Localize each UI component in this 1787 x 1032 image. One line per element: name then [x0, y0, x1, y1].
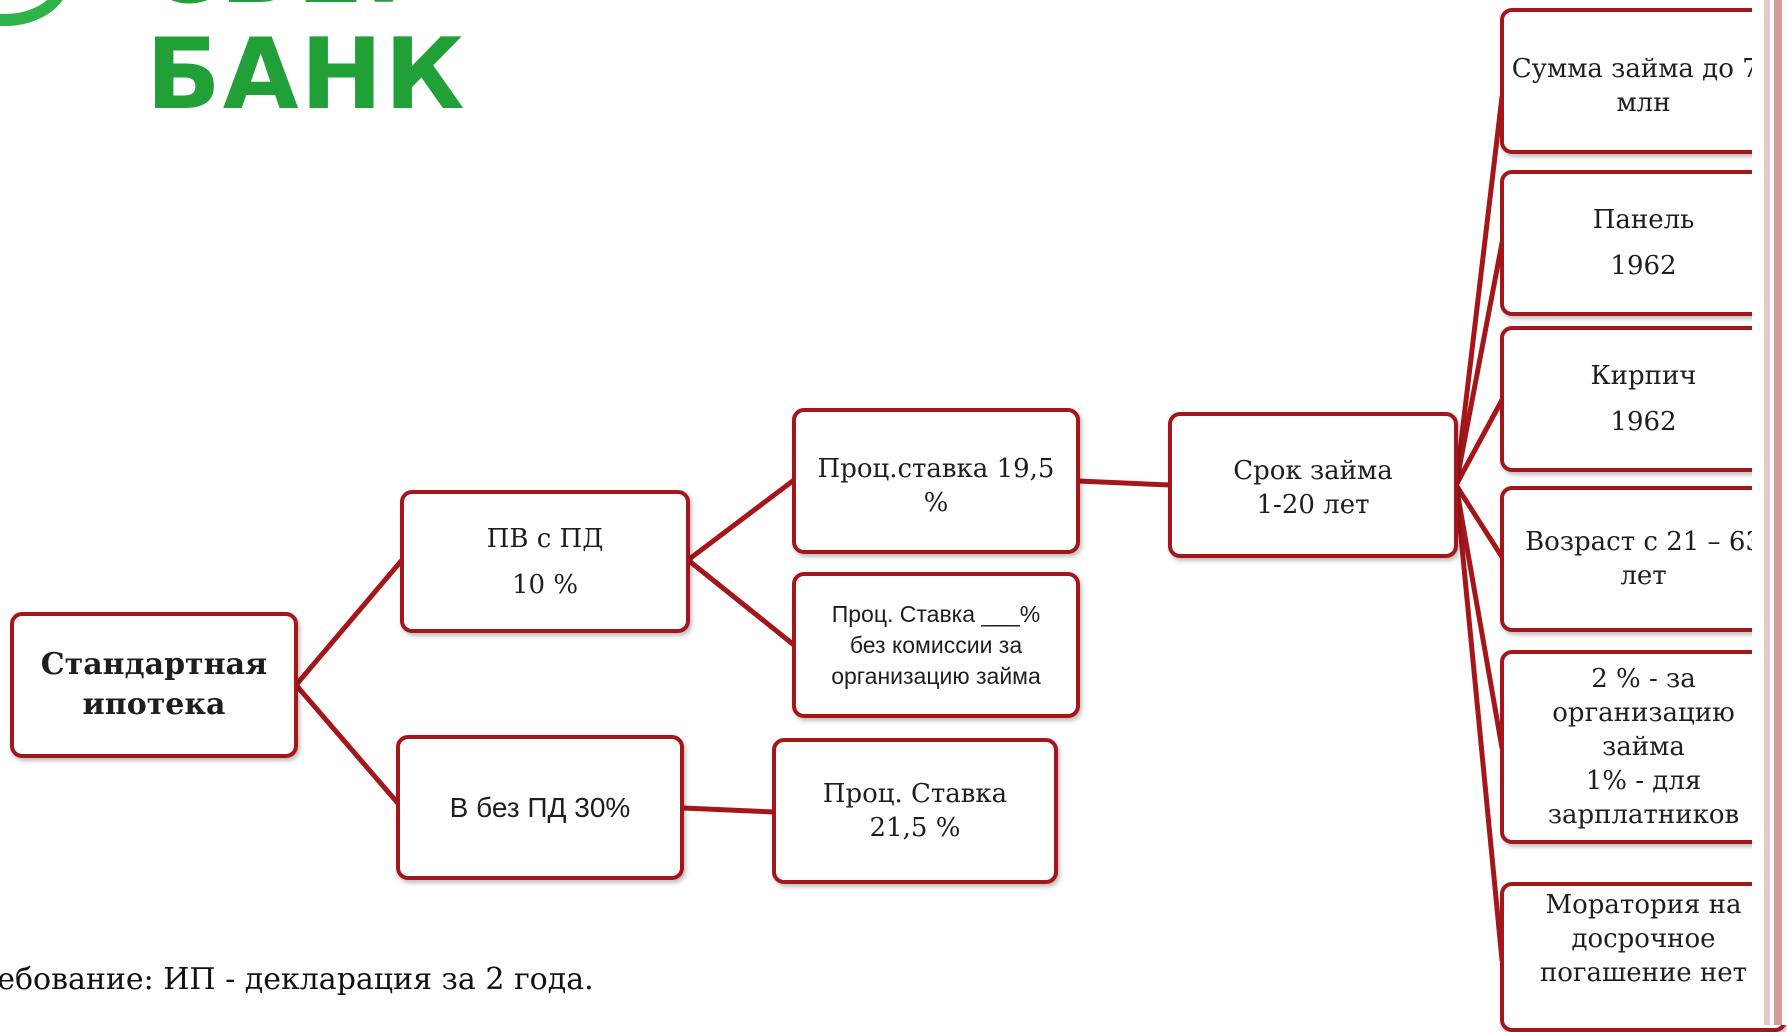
connector-bez-rate21: [680, 805, 777, 815]
connector-term-moratorium: [1453, 482, 1505, 963]
node-panel-label: Панель 1962: [1592, 205, 1695, 281]
connector-rate19-term: [1075, 478, 1173, 488]
side-scrollbar[interactable]: [1752, 0, 1787, 1025]
node-loan-term-label: Срок займа 1-20 лет: [1233, 456, 1393, 520]
node-standard-mortgage: Стандартная ипотека: [10, 612, 298, 758]
connector-term-brick: [1453, 397, 1505, 488]
node-moratorium: Моратория на досрочное погашение нет: [1500, 882, 1787, 1032]
connector-term-fee: [1453, 482, 1505, 751]
node-rate-no-fee-label: Проц. Ставка ___% без комиссии за органи…: [831, 600, 1041, 689]
node-b-bez-pd-label: В без ПД 30%: [449, 791, 631, 823]
node-standard-mortgage-label: Стандартная ипотека: [40, 647, 268, 722]
connector-pv-rate-nofee: [685, 557, 797, 648]
node-fee: 2 % - за организацию займа 1% - для зарп…: [1500, 650, 1787, 844]
connector-term-amount: [1453, 94, 1505, 488]
node-pv-pd: ПВ с ПД 10 %: [400, 490, 690, 633]
node-brick: Кирпич 1962: [1500, 326, 1787, 472]
node-rate-19: Проц.ставка 19,5 %: [792, 408, 1080, 554]
footer-requirement: ребование: ИП - декларация за 2 года.: [0, 962, 594, 997]
logo-text-top: СБЕР: [146, 0, 439, 24]
node-brick-label: Кирпич 1962: [1590, 361, 1697, 437]
node-rate-21-label: Проц. Ставка 21,5 %: [822, 779, 1008, 843]
connector-root-pv: [293, 557, 405, 688]
connector-term-age: [1453, 482, 1505, 560]
node-loan-amount: Сумма займа до 70 млн: [1500, 8, 1787, 154]
node-pv-pd-label: ПВ с ПД 10 %: [486, 523, 604, 600]
node-fee-label: 2 % - за организацию займа 1% - для зарп…: [1547, 664, 1740, 830]
node-panel: Панель 1962: [1500, 170, 1787, 316]
node-rate-no-fee: Проц. Ставка ___% без комиссии за органи…: [792, 572, 1080, 718]
node-loan-term: Срок займа 1-20 лет: [1168, 412, 1458, 558]
node-b-bez-pd: В без ПД 30%: [396, 735, 684, 880]
node-age: Возраст с 21 – 63 лет: [1500, 486, 1787, 632]
node-loan-amount-label: Сумма займа до 70 млн: [1511, 54, 1775, 118]
node-moratorium-label: Моратория на досрочное погашение нет: [1539, 890, 1748, 988]
connector-pv-rate19: [685, 477, 797, 563]
logo-text-bottom: БАНК: [146, 18, 467, 132]
connector-term-panel: [1453, 240, 1505, 488]
node-rate-19-label: Проц.ставка 19,5 %: [817, 454, 1055, 518]
node-age-label: Возраст с 21 – 63 лет: [1525, 527, 1762, 591]
connector-root-bez: [293, 682, 405, 811]
side-scrollbar-rail[interactable]: [1764, 0, 1782, 1025]
node-rate-21: Проц. Ставка 21,5 %: [772, 738, 1058, 884]
